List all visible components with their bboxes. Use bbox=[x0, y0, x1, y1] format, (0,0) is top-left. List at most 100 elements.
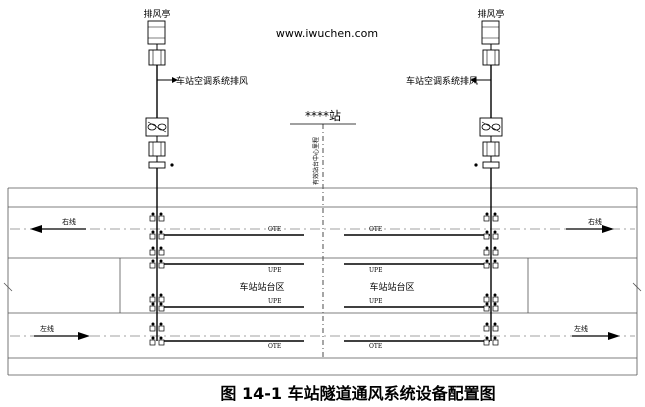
valve-dot bbox=[151, 293, 155, 297]
upe-label: UPE bbox=[268, 298, 281, 305]
damper-icon bbox=[148, 161, 166, 169]
valve-box bbox=[492, 296, 499, 303]
valve-dot bbox=[159, 336, 163, 340]
valve-dot bbox=[151, 212, 155, 216]
valve-box bbox=[483, 249, 490, 256]
right-vent-shaft: 排风亭 bbox=[470, 8, 505, 341]
valve-dot bbox=[485, 230, 489, 234]
upe-label: UPE bbox=[369, 298, 382, 305]
valve-box bbox=[158, 339, 165, 346]
valve-dot bbox=[493, 302, 497, 306]
valve-dot bbox=[493, 230, 497, 234]
left-vent-shaft: 排风亭 bbox=[143, 8, 178, 341]
valve-box bbox=[483, 325, 490, 332]
valve-box bbox=[149, 296, 156, 303]
valve-box bbox=[492, 233, 499, 240]
valve-dot bbox=[159, 302, 163, 306]
ote-label: OTE bbox=[369, 343, 382, 350]
valve-box bbox=[149, 215, 156, 222]
valve-dot bbox=[493, 293, 497, 297]
track-label-left-w: 左线 bbox=[40, 324, 54, 333]
valve-box bbox=[149, 325, 156, 332]
upe-label: UPE bbox=[268, 267, 281, 274]
valve-dot bbox=[151, 246, 155, 250]
valve-box bbox=[492, 215, 499, 222]
valve-dot bbox=[485, 246, 489, 250]
valve-box bbox=[483, 339, 490, 346]
upe-label: UPE bbox=[369, 267, 382, 274]
direction-arrows bbox=[30, 225, 620, 340]
valve-dot bbox=[485, 322, 489, 326]
valve-box bbox=[158, 215, 165, 222]
damper-icon bbox=[482, 161, 500, 169]
valve-box bbox=[149, 339, 156, 346]
tunnel-outline bbox=[7, 187, 638, 376]
vent-pavilion-icon bbox=[147, 20, 166, 45]
track-label-right-e: 右线 bbox=[588, 217, 602, 226]
valve-dot bbox=[493, 336, 497, 340]
ote-label: OTE bbox=[268, 226, 281, 233]
valve-box bbox=[492, 249, 499, 256]
valve-box bbox=[483, 305, 490, 312]
valve-dot bbox=[159, 322, 163, 326]
valve-box bbox=[483, 233, 490, 240]
vent-pavilion-label-left: 排风亭 bbox=[143, 8, 170, 20]
track-centerlines bbox=[10, 228, 635, 337]
valve-dot bbox=[151, 259, 155, 263]
valve-dot bbox=[159, 246, 163, 250]
valve-box bbox=[483, 262, 490, 269]
valve-dot bbox=[485, 336, 489, 340]
valve-box bbox=[158, 305, 165, 312]
valve-box bbox=[158, 233, 165, 240]
valve-dot bbox=[151, 230, 155, 234]
silencer-icon bbox=[148, 141, 166, 157]
center-line-label: 有效站台中心里程 bbox=[312, 137, 320, 185]
valve-dot bbox=[485, 259, 489, 263]
valve-dot bbox=[159, 230, 163, 234]
valve-box bbox=[158, 296, 165, 303]
valve-box bbox=[149, 305, 156, 312]
exhaust-ducts bbox=[160, 234, 490, 342]
silencer-icon bbox=[482, 141, 500, 157]
ac-exhaust-label-left: 车站空调系统排风 bbox=[176, 75, 248, 87]
valve-dot bbox=[151, 302, 155, 306]
valve-box bbox=[158, 325, 165, 332]
figure-caption: 图 14-1 车站隧道通风系统设备配置图 bbox=[220, 384, 495, 403]
silencer-icon bbox=[148, 49, 166, 66]
valve-box bbox=[492, 305, 499, 312]
valve-dot bbox=[493, 212, 497, 216]
platform-label-right: 车站站台区 bbox=[369, 281, 414, 293]
valve-box bbox=[149, 233, 156, 240]
valve-box bbox=[483, 215, 490, 222]
break-marks bbox=[3, 282, 642, 292]
ote-label: OTE bbox=[268, 343, 281, 350]
valve-box bbox=[149, 262, 156, 269]
silencer-icon bbox=[482, 49, 500, 66]
vent-pavilion-icon bbox=[481, 20, 500, 45]
junction-valves bbox=[149, 212, 499, 346]
valve-dot bbox=[151, 322, 155, 326]
valve-box bbox=[492, 325, 499, 332]
valve-dot bbox=[493, 322, 497, 326]
valve-dot bbox=[485, 212, 489, 216]
valve-box bbox=[158, 249, 165, 256]
valve-dot bbox=[159, 293, 163, 297]
valve-box bbox=[149, 249, 156, 256]
valve-box bbox=[492, 339, 499, 346]
track-label-left-e: 左线 bbox=[574, 324, 588, 333]
station-name: ****站 bbox=[305, 109, 341, 123]
valve-box bbox=[483, 296, 490, 303]
valve-box bbox=[492, 262, 499, 269]
valve-dot bbox=[485, 302, 489, 306]
track-label-right-w: 右线 bbox=[62, 217, 76, 226]
valve-dot bbox=[159, 212, 163, 216]
valve-dot bbox=[485, 293, 489, 297]
platform-label-left: 车站站台区 bbox=[239, 281, 284, 293]
watermark-text: www.iwuchen.com bbox=[276, 27, 378, 40]
ac-exhaust-label-right: 车站空调系统排风 bbox=[406, 75, 478, 87]
valve-dot bbox=[493, 246, 497, 250]
valve-dot bbox=[159, 259, 163, 263]
valve-box bbox=[158, 262, 165, 269]
vent-pavilion-label-right: 排风亭 bbox=[477, 8, 504, 20]
